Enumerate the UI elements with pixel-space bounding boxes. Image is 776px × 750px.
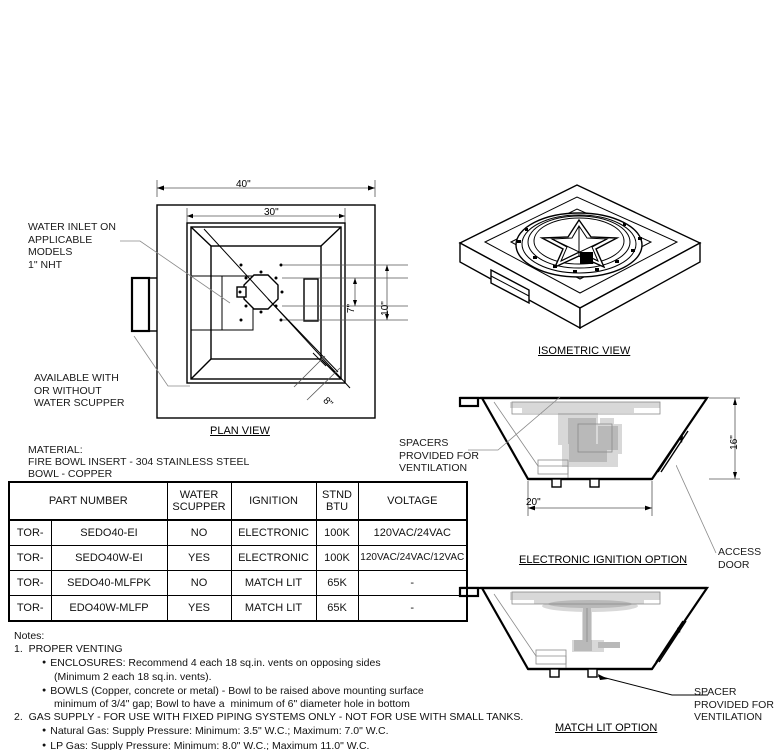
note-2b: LP Gas: Supply Pressure: Minimum: 8.0" W…	[14, 739, 774, 750]
table-row: TOR- SEDO40W-EI YES ELECTRONIC 100K 120V…	[8, 545, 468, 571]
note-1b: BOWLS (Copper, concrete or metal) - Bowl…	[14, 684, 774, 698]
notes-title: Notes:	[14, 630, 45, 642]
cell-btu: 65K	[315, 570, 359, 596]
isometric-view-drawing	[455, 180, 755, 350]
star-burner	[539, 218, 620, 269]
header-water-scupper-l1: WATER	[179, 488, 219, 501]
isometric-view-label: ISOMETRIC VIEW	[538, 345, 631, 357]
table-row: TOR- SEDO40-EI NO ELECTRONIC 100K 120VAC…	[8, 519, 468, 546]
cell-part: EDO40W-MLFP	[50, 595, 168, 622]
isometric-scupper	[490, 268, 530, 305]
cell-scupper: NO	[166, 519, 232, 546]
specification-table: PART NUMBER WATER SCUPPER IGNITION STND …	[8, 481, 469, 622]
access-door-electronic	[657, 430, 689, 473]
header-ignition: IGNITION	[230, 481, 317, 521]
plan-view-drawing	[110, 175, 410, 425]
table-row: TOR- SEDO40-MLFPK NO MATCH LIT 65K -	[8, 570, 468, 596]
dimension-40in	[156, 180, 376, 197]
match-lit-drawing	[450, 578, 740, 703]
electronic-ignition-label: ELECTRONIC IGNITION OPTION	[519, 554, 688, 566]
cell-ignition: MATCH LIT	[230, 570, 317, 596]
dimension-8in-diagonal	[203, 228, 351, 389]
electronic-ignition-drawing	[450, 388, 740, 523]
leader-access-door	[676, 465, 726, 555]
dimension-label-40in: 40"	[236, 179, 251, 190]
cell-prefix: TOR-	[8, 570, 52, 596]
material-note: MATERIAL:	[28, 444, 83, 457]
callout-water-inlet: WATER INLET ON APPLICABLE MODELS 1" NHT	[28, 221, 116, 271]
leader-water-inlet	[120, 235, 280, 310]
ghost-outline-electronic	[493, 401, 661, 480]
table-header-row: PART NUMBER WATER SCUPPER IGNITION STND …	[8, 481, 468, 521]
cell-ignition: MATCH LIT	[230, 595, 317, 622]
note-1a2: (Minimum 2 each 18 sq.in. vents).	[54, 670, 212, 683]
material-line-2-wrap: FIRE BOWL INSERT - 304 STAINLESS STEEL	[28, 456, 249, 469]
note-1: 1. PROPER VENTING	[14, 643, 123, 656]
cell-ignition: ELECTRONIC	[230, 519, 317, 546]
note-1a: ENCLOSURES: Recommend 4 each 18 sq.in. v…	[14, 656, 774, 670]
leader-spacers-ventilation	[468, 395, 568, 455]
header-voltage: VOLTAGE	[357, 481, 468, 521]
cell-scupper: NO	[166, 570, 232, 596]
burner-bolt-pattern	[238, 263, 284, 322]
cell-ignition: ELECTRONIC	[230, 545, 317, 571]
callout-available-scupper: AVAILABLE WITH OR WITHOUT WATER SCUPPER	[34, 372, 125, 409]
notes-block: Notes: 1. PROPER VENTING ENCLOSURES: Rec…	[14, 630, 774, 750]
header-part-number: PART NUMBER	[8, 481, 168, 521]
cell-prefix: TOR-	[8, 519, 52, 546]
header-water-scupper: WATER SCUPPER	[166, 481, 232, 521]
access-door-matchlit	[655, 620, 687, 663]
header-stnd-btu-l1: STND	[322, 488, 352, 501]
header-stnd-btu-l2: BTU	[326, 501, 349, 513]
dimension-label-7in: 7"	[346, 303, 358, 314]
dimension-30in	[186, 208, 346, 223]
callout-spacers-ventilation: SPACERS PROVIDED FOR VENTILATION	[399, 437, 479, 474]
material-line-1: MATERIAL:	[28, 444, 83, 456]
note-2a: Natural Gas: Supply Pressure: Minimum: 3…	[14, 724, 774, 738]
cell-btu: 65K	[315, 595, 359, 622]
cell-scupper: YES	[166, 545, 232, 571]
cell-prefix: TOR-	[8, 545, 52, 571]
cell-part: SEDO40W-EI	[50, 545, 168, 571]
note-2: 2. GAS SUPPLY - FOR USE WITH FIXED PIPIN…	[14, 711, 524, 724]
cell-btu: 100K	[315, 519, 359, 546]
material-line-3-wrap: BOWL - COPPER	[28, 468, 112, 481]
header-water-scupper-l2: SCUPPER	[172, 501, 226, 513]
dimension-20in	[527, 481, 653, 516]
cell-part: SEDO40-MLFPK	[50, 570, 168, 596]
dimension-label-16in: 16"	[728, 435, 740, 450]
callout-access-door: ACCESS DOOR	[718, 546, 762, 571]
dimension-label-30in: 30"	[264, 207, 279, 218]
material-line-2: FIRE BOWL INSERT - 304 STAINLESS STEEL	[28, 456, 250, 468]
note-1b2: minimum of 3/4" gap; Bowl to have a mini…	[54, 698, 410, 711]
cell-part: SEDO40-EI	[50, 519, 168, 546]
cell-voltage: 120VAC/24VAC/12VAC	[357, 545, 468, 571]
material-line-3: BOWL - COPPER	[28, 468, 113, 480]
leader-scupper	[126, 336, 196, 396]
cell-voltage: -	[357, 570, 468, 596]
water-scupper-spout	[130, 276, 151, 333]
burner-pan-ticks	[517, 223, 642, 273]
dimension-16in	[709, 397, 740, 480]
cell-voltage: 120VAC/24VAC	[357, 519, 468, 546]
cell-voltage: -	[357, 595, 468, 622]
header-stnd-btu: STND BTU	[315, 481, 359, 521]
table-row: TOR- EDO40W-MLFP YES MATCH LIT 65K -	[8, 595, 468, 622]
dimension-label-20in: 20"	[526, 497, 541, 508]
dimension-label-10in: 10"	[379, 301, 391, 316]
cell-scupper: YES	[166, 595, 232, 622]
plan-view-label: PLAN VIEW	[210, 425, 270, 437]
cell-btu: 100K	[315, 545, 359, 571]
cell-prefix: TOR-	[8, 595, 52, 622]
